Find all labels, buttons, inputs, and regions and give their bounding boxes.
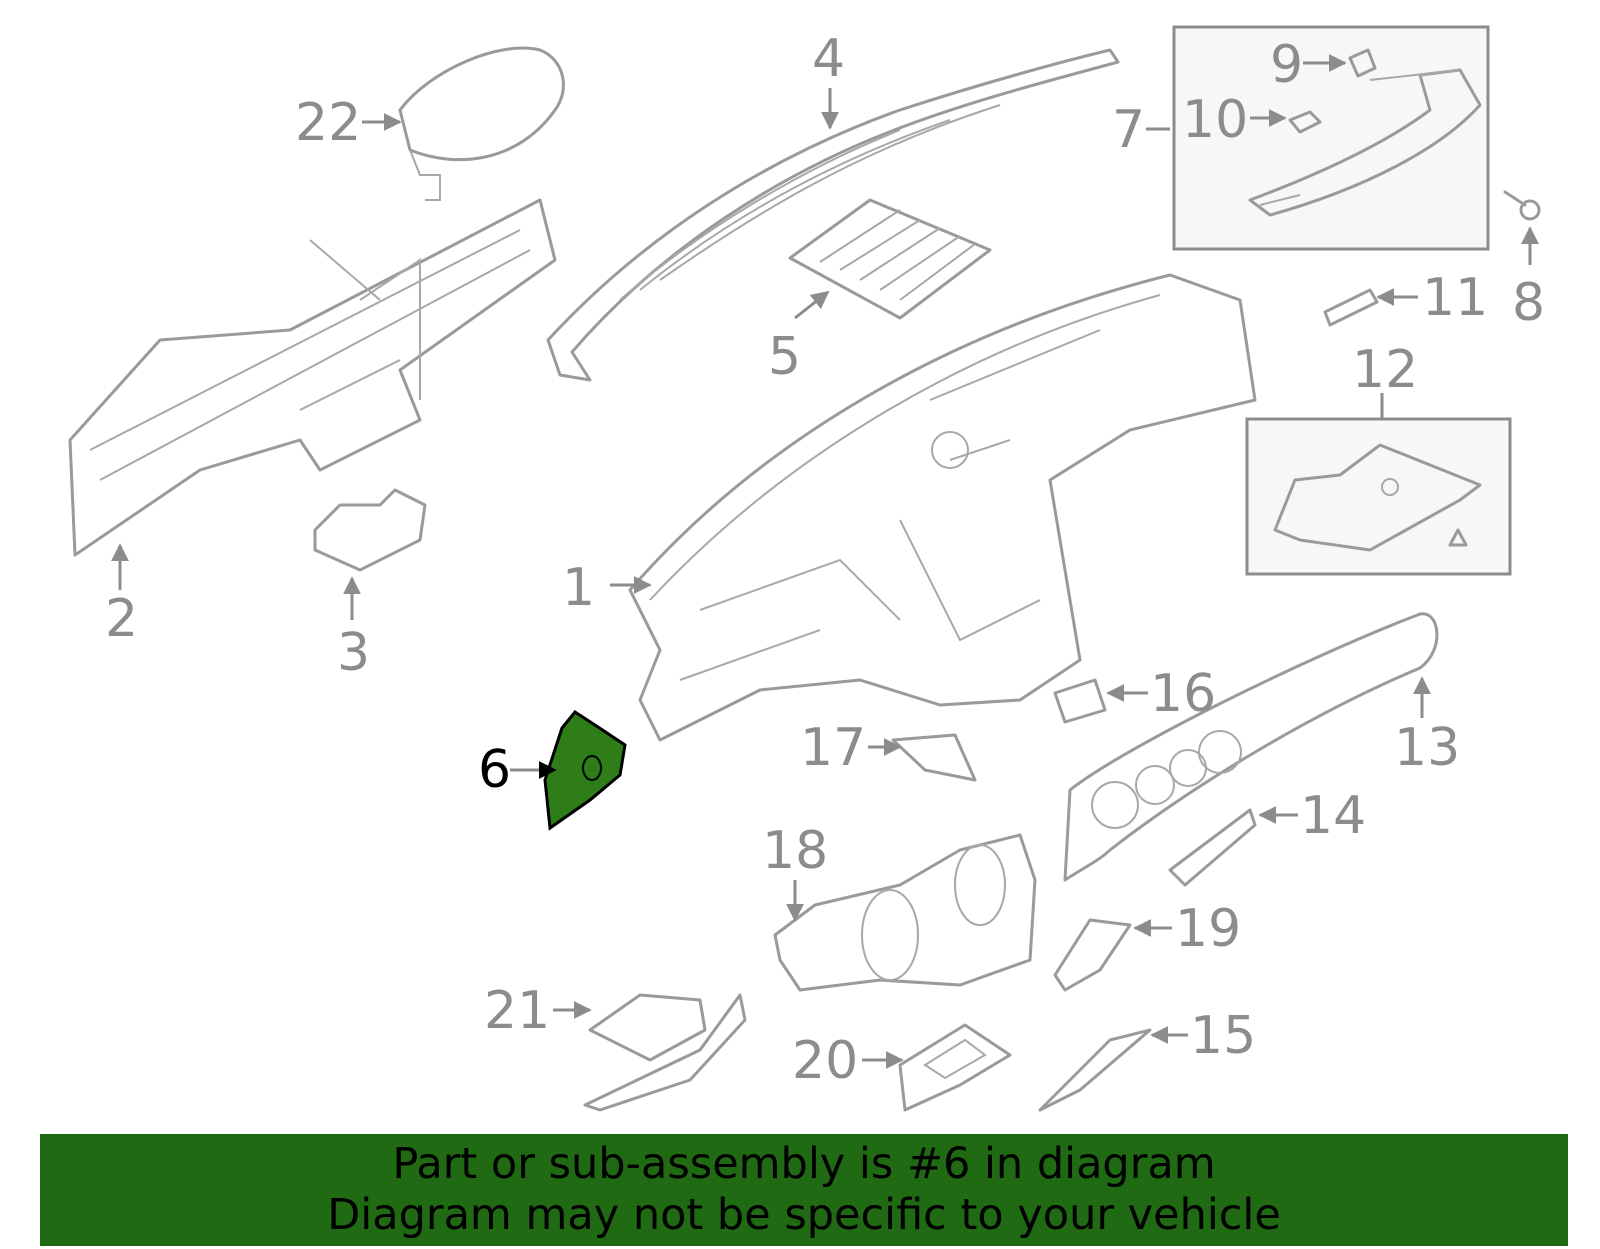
callout-22: 22 [295, 93, 361, 153]
part-3-bracket[interactable] [313, 488, 427, 572]
part-19-trim[interactable] [1053, 918, 1132, 992]
callout-18: 18 [762, 821, 828, 881]
part-16-trim[interactable] [1053, 678, 1107, 724]
callout-9: 9 [1270, 35, 1303, 95]
part-14-trim[interactable] [1168, 808, 1257, 887]
part-17-trim[interactable] [891, 733, 977, 782]
callout-6: 6 [478, 740, 511, 800]
part-2-crosscar-beam[interactable] [68, 198, 557, 557]
callout-11: 11 [1422, 268, 1488, 328]
callout-7: 7 [1112, 100, 1145, 160]
part-15-trim[interactable] [1038, 1028, 1152, 1112]
banner-line-part: Part or sub-assembly is #6 in diagram [392, 1139, 1216, 1189]
part-13-trim-panel[interactable] [1063, 612, 1439, 882]
callout-3: 3 [337, 623, 370, 683]
callout-13: 13 [1394, 718, 1460, 778]
callout-8: 8 [1512, 273, 1545, 333]
part-21-glovebox[interactable] [583, 993, 747, 1112]
callout-4: 4 [812, 29, 845, 89]
info-banner: Part or sub-assembly is #6 in diagram Di… [40, 1134, 1568, 1246]
part-5-panel[interactable] [788, 198, 992, 320]
callout-12: 12 [1352, 340, 1418, 400]
callout-2: 2 [105, 589, 138, 649]
part-22-airbag[interactable] [398, 46, 565, 201]
callout-21: 21 [484, 981, 550, 1041]
callout-20: 20 [792, 1031, 858, 1091]
callout-19: 19 [1175, 899, 1241, 959]
callout-10: 10 [1182, 90, 1248, 150]
part-11-pad[interactable] [1323, 288, 1379, 327]
part-6-end-cap-highlighted[interactable] [543, 710, 627, 831]
callout-14: 14 [1300, 786, 1366, 846]
callout-1: 1 [562, 558, 595, 618]
part-8-screw[interactable] [1503, 190, 1541, 221]
callout-5: 5 [768, 327, 801, 387]
leader-lines [111, 54, 1539, 1069]
callout-15: 15 [1190, 1006, 1256, 1066]
part-1-instrument-panel[interactable] [628, 273, 1257, 742]
callout-16: 16 [1150, 664, 1216, 724]
banner-line-disclaimer: Diagram may not be specific to your vehi… [327, 1190, 1281, 1240]
callout-17: 17 [800, 718, 866, 778]
callout-labels: 1 2 3 4 5 6 7 8 9 10 11 12 13 14 15 16 1… [105, 29, 1545, 1091]
part-18-cluster-bezel[interactable] [773, 833, 1037, 992]
part-20-trim[interactable] [898, 1023, 1012, 1112]
part-12-cover-box[interactable] [1245, 417, 1512, 576]
part-4-defroster-grille[interactable] [546, 48, 1120, 382]
